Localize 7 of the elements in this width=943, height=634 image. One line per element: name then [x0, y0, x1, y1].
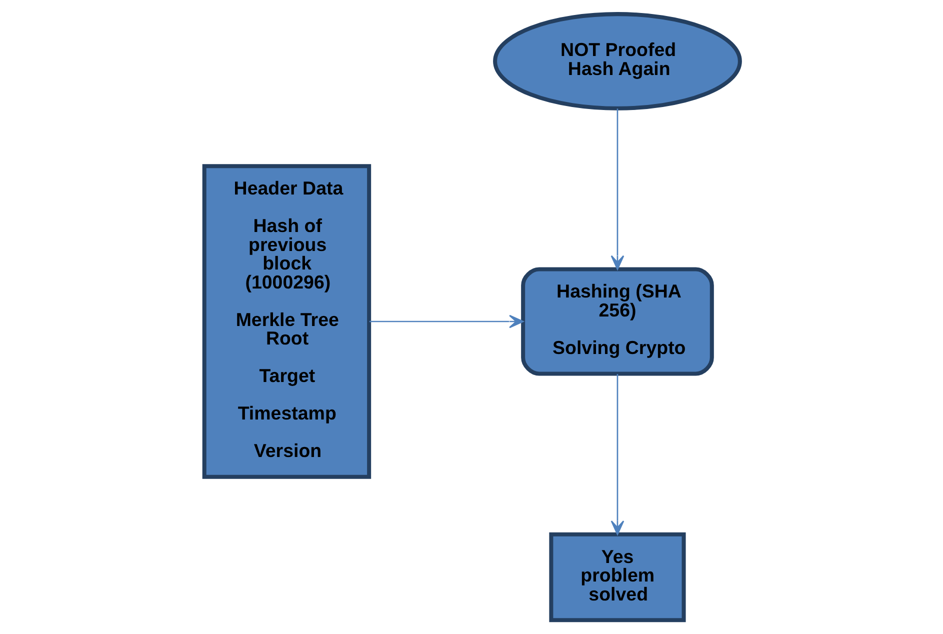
node-ellipse: NOT Proofed Hash Again — [492, 12, 742, 110]
arrow — [368, 314, 524, 328]
node-box: Yes problem solved — [548, 532, 686, 622]
node-box: Header Data Hash of previous block (1000296) Merkle Tree Root Target Timestamp Version — [202, 164, 371, 479]
arrow — [610, 108, 624, 270]
node-box: Hashing (SHA 256) Solving Crypto — [520, 267, 714, 376]
arrow — [610, 374, 624, 536]
